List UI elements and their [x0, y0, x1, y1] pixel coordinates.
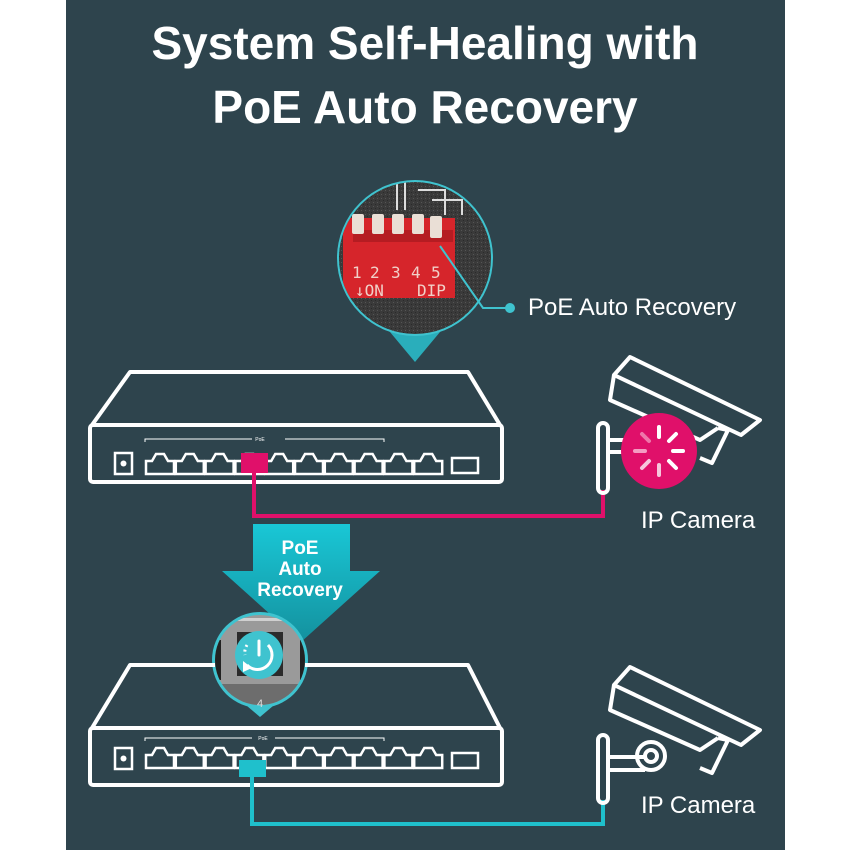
ethernet-port	[383, 746, 414, 770]
ethernet-port	[204, 746, 235, 770]
camera-top-label: IP Camera	[641, 507, 756, 534]
loading-spinner-icon	[633, 425, 685, 477]
poe-bracket-top	[144, 438, 385, 442]
callout-dot	[505, 303, 515, 313]
dip-switch-callout: 1 2 3 4 5 ↓ON DIP	[337, 180, 515, 362]
switch-top-front	[88, 423, 504, 484]
dip-labels: 1 2 3 4 5 ↓ON DIP	[352, 263, 446, 300]
ethernet-port	[383, 452, 414, 476]
dip-number-4: 4	[411, 263, 421, 282]
ethernet-port	[353, 746, 384, 770]
ethernet-port	[323, 746, 355, 770]
ethernet-port	[174, 746, 206, 770]
ethernet-port	[204, 452, 235, 476]
camera-mount-pole-bottom	[596, 733, 610, 805]
ethernet-port	[293, 452, 325, 476]
ethernet-port	[174, 452, 206, 476]
arrow-label: PoE Auto Recovery	[240, 538, 360, 601]
active-port-top	[241, 453, 268, 473]
arrow-label-line-1: PoE	[281, 538, 319, 559]
ethernet-port	[293, 746, 325, 770]
port-row-top	[144, 452, 444, 476]
ethernet-port	[144, 452, 176, 476]
ethernet-port	[323, 452, 355, 476]
callout-leader-line	[439, 245, 510, 309]
cable-top	[252, 473, 605, 518]
arrow-label-line-3: Recovery	[257, 580, 343, 601]
title-line-2: PoE Auto Recovery	[212, 81, 638, 133]
dip-number-2: 2	[370, 263, 380, 282]
cable-bottom	[250, 777, 605, 826]
dip-number-5: 5	[431, 263, 441, 282]
switch-bottom	[88, 663, 504, 787]
dip-toggles	[352, 214, 442, 238]
title-line-1: System Self-Healing with	[151, 17, 699, 69]
dip-number-3: 3	[391, 263, 401, 282]
power-jack-bottom	[113, 746, 134, 771]
ethernet-port	[412, 746, 444, 770]
port-row-bottom	[144, 746, 444, 770]
port-zoom-callout: 4	[212, 612, 308, 717]
dip-on-label: ↓ON	[355, 281, 384, 300]
recovery-arrow	[222, 524, 380, 642]
poe-label-bottom: PoE	[258, 736, 268, 742]
poe-label-top: PoE	[255, 437, 265, 443]
callout-label: PoE Auto Recovery	[528, 294, 737, 321]
sfp-port-top	[450, 456, 480, 475]
dip-dip-label: DIP	[417, 281, 446, 300]
dip-number-1: 1	[352, 263, 362, 282]
ethernet-port	[144, 746, 176, 770]
switch-top	[88, 370, 504, 484]
camera-bottom	[596, 665, 762, 805]
sfp-port-bottom	[450, 751, 480, 770]
ethernet-port	[263, 746, 295, 770]
camera-body	[612, 355, 762, 437]
ethernet-port	[263, 452, 295, 476]
camera-joint	[635, 740, 667, 772]
camera-mount-pole	[596, 421, 610, 495]
active-port-bottom	[239, 760, 266, 777]
camera-top	[596, 355, 762, 495]
ethernet-port	[412, 452, 444, 476]
camera-body-bottom	[612, 665, 762, 747]
ethernet-port	[353, 452, 384, 476]
switch-top-housing	[90, 370, 502, 427]
power-jack-top	[113, 451, 134, 476]
switch-bottom-front	[88, 726, 504, 787]
port-number: 4	[257, 698, 263, 710]
poe-bracket-bottom	[144, 737, 385, 741]
arrow-label-line-2: Auto	[278, 559, 322, 580]
camera-bottom-label: IP Camera	[641, 792, 756, 819]
camera-offline-indicator	[621, 413, 697, 489]
